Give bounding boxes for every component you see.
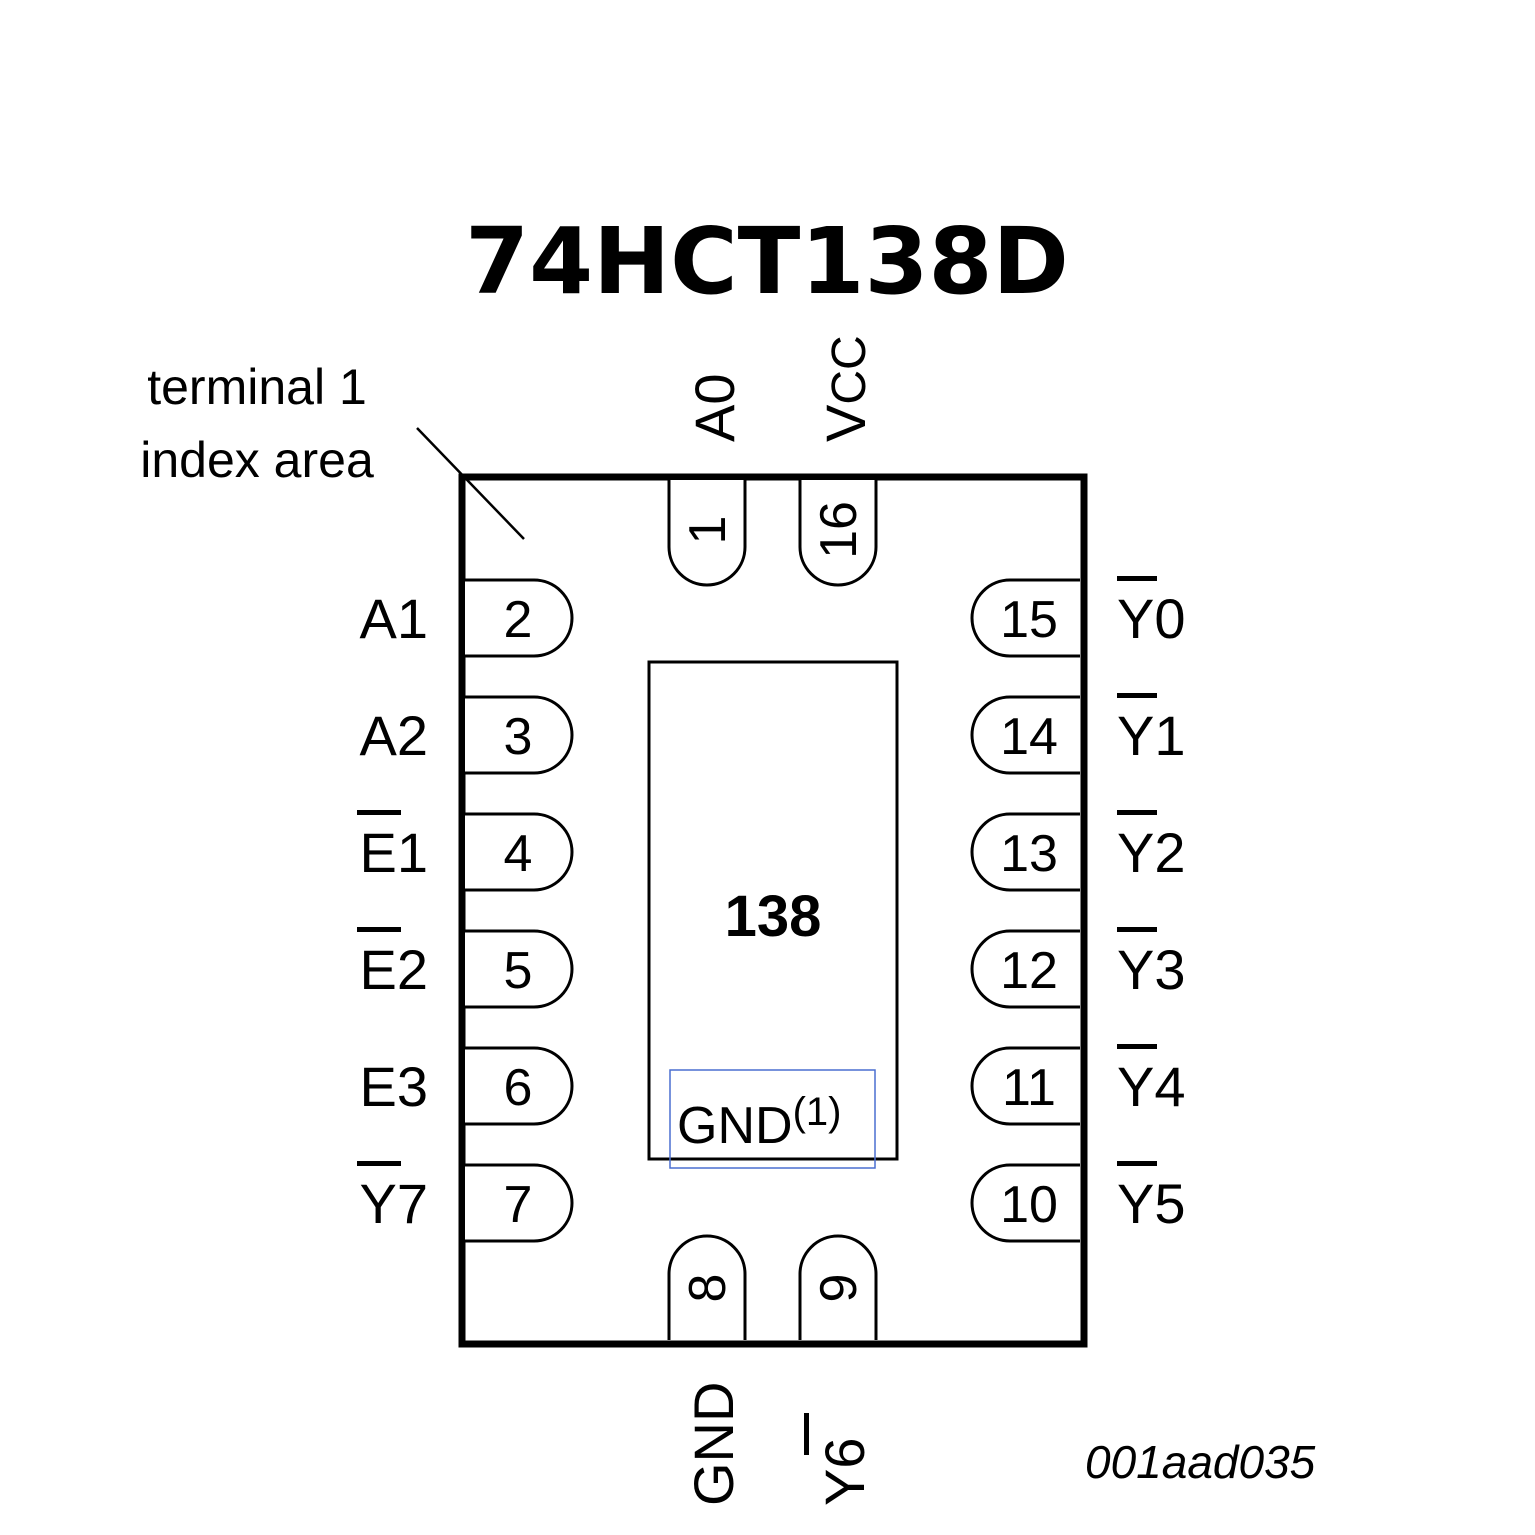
- overbar: [804, 1413, 809, 1455]
- pin-3: 3 A2: [360, 695, 574, 775]
- pin-name: Y4: [1117, 1055, 1186, 1118]
- pin-name: A0: [683, 374, 746, 443]
- pin-name-main: A0: [683, 374, 746, 443]
- index-note-line2: index area: [140, 432, 374, 488]
- pin-name: GND: [682, 1382, 745, 1506]
- pin-1: 1 A0: [667, 374, 747, 587]
- overbar: [1117, 693, 1157, 698]
- index-leader-line: [416, 427, 525, 540]
- pins-group: 2 A1 3 A2 4 E1 5 E2 6 E3 7 Y7 15 Y0 14 Y1 13 Y2 12 Y3 11 Y4 10…: [357, 335, 1186, 1506]
- exposed-pad-label: GND(1): [677, 1090, 841, 1155]
- pin-number: 6: [504, 1059, 533, 1117]
- figure-code: 001aad035: [1085, 1436, 1316, 1488]
- pin-10: 10 Y5: [970, 1161, 1186, 1243]
- pin-pad: [970, 812, 1080, 892]
- pin-name-sub: CC: [823, 335, 876, 404]
- pin-4: 4 E1: [357, 810, 574, 892]
- pin-12: 12 Y3: [970, 927, 1186, 1009]
- pin-name: E2: [360, 938, 429, 1001]
- pin-pad: [798, 1234, 878, 1340]
- pin-pad: [465, 578, 574, 658]
- pin-number: 12: [1000, 942, 1058, 1000]
- pin-name: Y6: [813, 1438, 876, 1507]
- pin-pad: [970, 1163, 1080, 1243]
- pin-pad: [970, 695, 1080, 775]
- pin-16: 16 VCC: [798, 335, 878, 587]
- pin-name: E1: [360, 821, 429, 884]
- pin-15: 15 Y0: [970, 576, 1186, 658]
- pin-name: E3: [360, 1055, 429, 1118]
- overbar: [357, 810, 401, 815]
- pin-name: Y2: [1117, 821, 1186, 884]
- overbar: [1117, 810, 1157, 815]
- pin-number: 10: [1000, 1176, 1058, 1234]
- pin-name: Y7: [360, 1172, 429, 1235]
- pin-14: 14 Y1: [970, 693, 1186, 775]
- pin-pad: [465, 1046, 574, 1126]
- pin-name: VCC: [814, 335, 877, 442]
- highlight-box: [669, 1069, 876, 1169]
- pin-pad: [970, 1046, 1080, 1126]
- pin-number: 15: [1000, 591, 1058, 649]
- pin-6: 6 E3: [360, 1046, 574, 1126]
- pin-name: Y3: [1117, 938, 1186, 1001]
- pin-number: 3: [504, 708, 533, 766]
- pin-name: A1: [360, 587, 429, 650]
- pin-number: 14: [1000, 708, 1058, 766]
- center-label: 138: [725, 884, 822, 949]
- pin-2: 2 A1: [360, 578, 574, 658]
- pin-pad: [970, 929, 1080, 1009]
- pin-pad: [465, 812, 574, 892]
- exposed-die-pad: [647, 660, 899, 1161]
- pin-pad: [667, 480, 747, 587]
- overbar: [1117, 1161, 1157, 1166]
- pin-pad: [798, 480, 878, 587]
- index-note-line1: terminal 1: [147, 359, 367, 415]
- pin-number: 4: [504, 825, 533, 883]
- pin-name: A2: [360, 704, 429, 767]
- part-title: 74HCT138D: [465, 208, 1069, 315]
- overbar: [1117, 576, 1157, 581]
- pin-name: Y0: [1117, 587, 1186, 650]
- pin-pad: [465, 929, 574, 1009]
- pin-9: 9Y6: [798, 1234, 878, 1507]
- pin-number: 11: [1002, 1059, 1056, 1117]
- pin-11: 11 Y4: [970, 1044, 1186, 1126]
- overbar: [357, 1161, 401, 1166]
- pin-pad: [667, 1234, 747, 1340]
- pin-pad: [970, 578, 1080, 658]
- pin-pad: [465, 695, 574, 775]
- pin-number: 7: [504, 1176, 533, 1234]
- gnd-text: GND: [677, 1097, 793, 1155]
- pin-number: 13: [1000, 825, 1058, 883]
- pin-name: Y5: [1117, 1172, 1186, 1235]
- pin-name: Y1: [1117, 704, 1186, 767]
- pin-number: 8: [679, 1274, 737, 1303]
- pin-number: 2: [504, 591, 533, 649]
- overbar: [357, 927, 401, 932]
- pin-number: 16: [810, 501, 868, 559]
- pin-13: 13 Y2: [970, 810, 1186, 892]
- pin-number: 5: [504, 942, 533, 1000]
- pin-name-main: V: [814, 404, 877, 442]
- pin-number: 1: [679, 516, 737, 545]
- pin-5: 5 E2: [357, 927, 574, 1009]
- footnote-ref: (1): [793, 1090, 842, 1134]
- overbar: [1117, 1044, 1157, 1049]
- pin-pad: [465, 1163, 574, 1243]
- package-outline: [458, 473, 1088, 1348]
- overbar: [1117, 927, 1157, 932]
- pin-number: 9: [810, 1274, 868, 1303]
- pin-7: 7 Y7: [357, 1161, 574, 1243]
